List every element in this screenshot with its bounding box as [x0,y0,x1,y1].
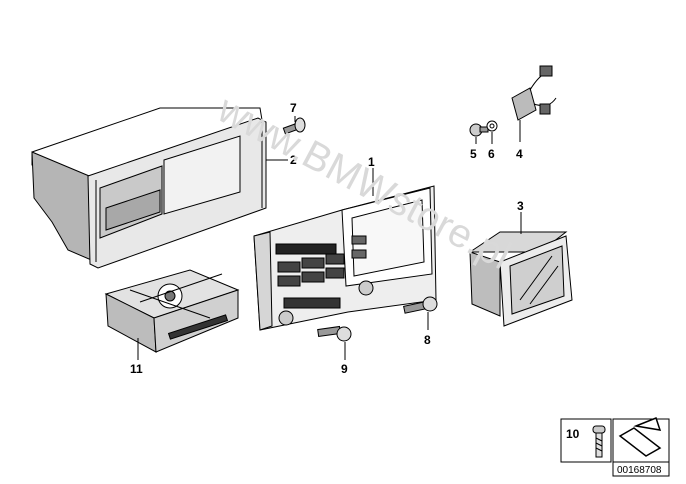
part-2-housing [31,107,267,269]
callout-5: 5 [470,147,477,161]
bent-arrow-icon [618,417,662,457]
part-9-knob [317,325,352,342]
callout-7: 7 [290,101,297,115]
part-3-display [468,231,573,327]
callout-3: 3 [517,199,524,213]
part-6-washer [486,120,498,132]
callout-9: 9 [341,362,348,376]
part-4-module [511,65,557,121]
document-number: 00168708 [617,465,662,476]
part-8-knob [403,296,438,314]
part-11-cassette-mechanism [104,269,240,353]
part-7-screw [282,117,306,135]
leader-lines [137,116,522,360]
callout-2: 2 [290,153,297,167]
callout-8: 8 [424,333,431,347]
screw-icon [592,425,606,458]
legend-part-10: 10 [566,427,580,441]
callout-6: 6 [488,147,495,161]
callout-1: 1 [368,155,375,169]
callout-11: 11 [130,362,143,376]
part-5-bolt [469,123,489,137]
legend-box: 10 00168708 [560,417,670,477]
callout-4: 4 [516,147,523,161]
